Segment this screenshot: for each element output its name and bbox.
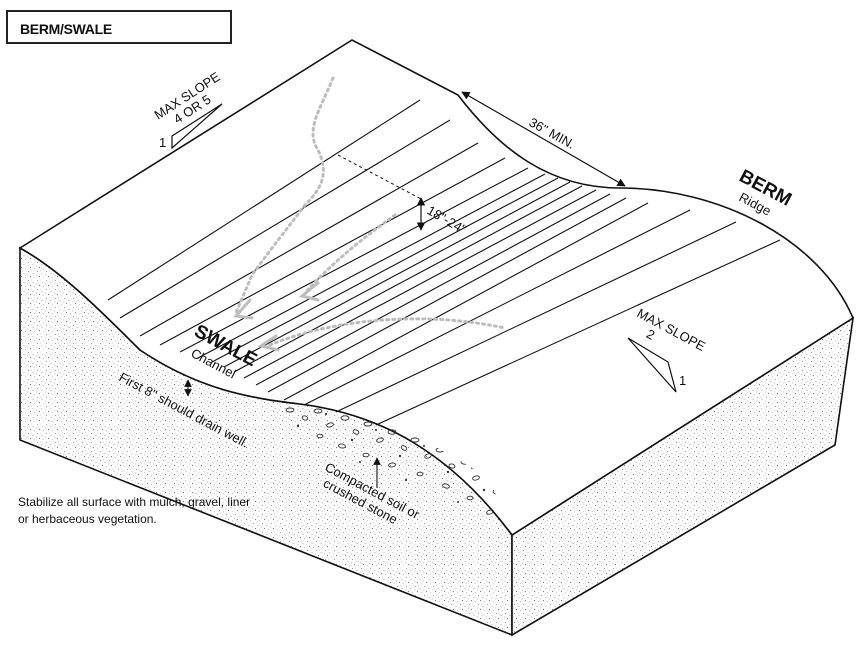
compacted-stone-area — [285, 407, 500, 515]
flow-arrows — [233, 76, 507, 347]
max-slope-right-rise: 1 — [679, 373, 686, 388]
depth-extension-line — [337, 154, 424, 201]
flow-arrowheads — [233, 281, 320, 352]
width-dimension — [461, 91, 626, 187]
title-box: BERM/SWALE — [6, 10, 232, 44]
contour-lines — [107, 99, 781, 426]
diagram-title: BERM/SWALE — [20, 21, 112, 37]
max-slope-top-rise: 1 — [159, 135, 166, 150]
stabilize-note: Stabilize all surface with mulch, gravel… — [18, 495, 251, 526]
slope-triangle-top — [171, 103, 223, 150]
slope-triangle-right — [627, 337, 677, 393]
